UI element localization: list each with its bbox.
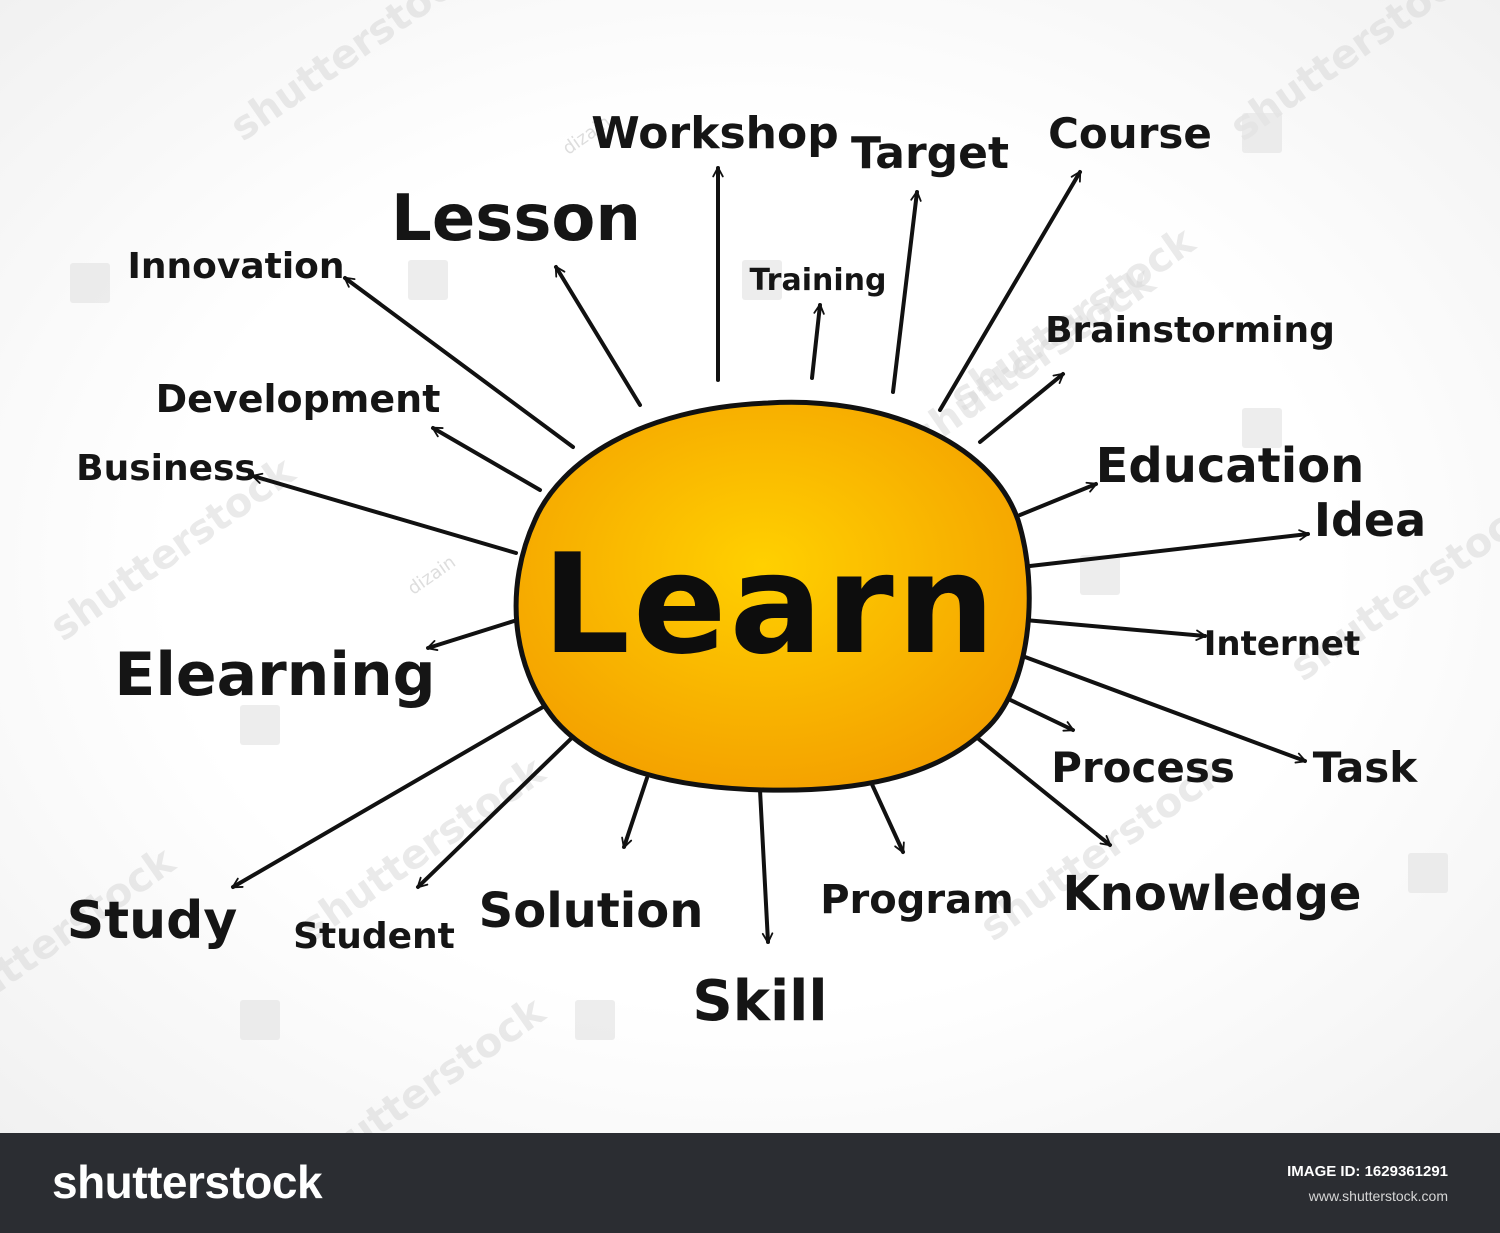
arrow-to-knowledge <box>963 726 1112 847</box>
arrow-layer <box>231 166 1310 944</box>
term-knowledge: Knowledge <box>1063 866 1362 922</box>
term-elearning: Elearning <box>114 640 435 710</box>
watermark-tile <box>575 1000 615 1040</box>
arrow-to-solution <box>621 776 649 849</box>
watermark-tile <box>1408 853 1448 893</box>
arrow-to-innovation <box>343 276 575 449</box>
watermark-tile <box>1080 555 1120 595</box>
term-workshop: Workshop <box>591 108 838 159</box>
arrow-to-training <box>810 303 825 380</box>
arrow-to-development <box>431 426 542 492</box>
watermark-brand: shutterstock <box>222 0 484 150</box>
arrow-to-internet <box>1023 618 1207 641</box>
term-internet: Internet <box>1204 624 1360 664</box>
arrow-to-business <box>251 472 518 555</box>
arrow-to-course <box>938 170 1082 412</box>
brand-logo: shutterstock <box>52 1156 323 1208</box>
term-training: Training <box>750 263 887 298</box>
arrow-to-education <box>1018 481 1098 517</box>
term-business: Business <box>76 448 256 489</box>
term-brainstorming: Brainstorming <box>1045 310 1335 351</box>
watermark-author: dizain <box>404 552 460 600</box>
term-idea: Idea <box>1314 493 1426 547</box>
image-id: IMAGE ID: 1629361291 <box>1287 1163 1448 1180</box>
hub-label: Learn <box>542 524 998 685</box>
term-program: Program <box>820 877 1014 923</box>
site-url: www.shutterstock.com <box>1308 1188 1448 1204</box>
arrow-to-elearning <box>426 619 516 651</box>
watermark-tile <box>408 260 448 300</box>
term-target: Target <box>851 128 1009 179</box>
term-education: Education <box>1096 438 1365 494</box>
arrow-to-process <box>998 693 1075 732</box>
watermark-brand: shutterstock <box>292 988 554 1133</box>
arrow-to-student <box>416 728 582 889</box>
image-meta: IMAGE ID: 1629361291 www.shutterstock.co… <box>1287 1163 1448 1204</box>
term-innovation: Innovation <box>127 246 344 287</box>
arrow-to-skill <box>758 788 774 944</box>
watermark-tile <box>1242 113 1282 153</box>
term-lesson: Lesson <box>391 182 641 256</box>
term-student: Student <box>293 916 455 957</box>
arrow-to-lesson <box>554 265 642 407</box>
arrow-to-idea <box>1028 529 1310 568</box>
watermark-brand: shutterstock <box>902 258 1164 461</box>
term-solution: Solution <box>479 883 704 939</box>
arrow-to-task <box>1015 652 1307 764</box>
watermark-tile <box>70 263 110 303</box>
footer-bar: shutterstock IMAGE ID: 1629361291 www.sh… <box>0 1133 1500 1233</box>
arrow-to-brainstorming <box>978 372 1065 444</box>
watermark-tile <box>240 705 280 745</box>
term-development: Development <box>156 377 441 421</box>
term-study: Study <box>67 891 237 951</box>
term-skill: Skill <box>692 969 827 1034</box>
watermark-tile <box>1242 408 1282 448</box>
arrow-to-study <box>231 698 557 889</box>
term-course: Course <box>1048 109 1212 158</box>
term-task: Task <box>1313 743 1419 792</box>
arrow-to-program <box>868 778 905 854</box>
watermark-tile <box>742 260 782 300</box>
hub-circle <box>513 399 1032 793</box>
watermark-tile <box>240 1000 280 1040</box>
hub-node: Learn <box>513 399 1032 793</box>
term-process: Process <box>1051 743 1235 792</box>
arrow-to-target <box>891 190 922 394</box>
